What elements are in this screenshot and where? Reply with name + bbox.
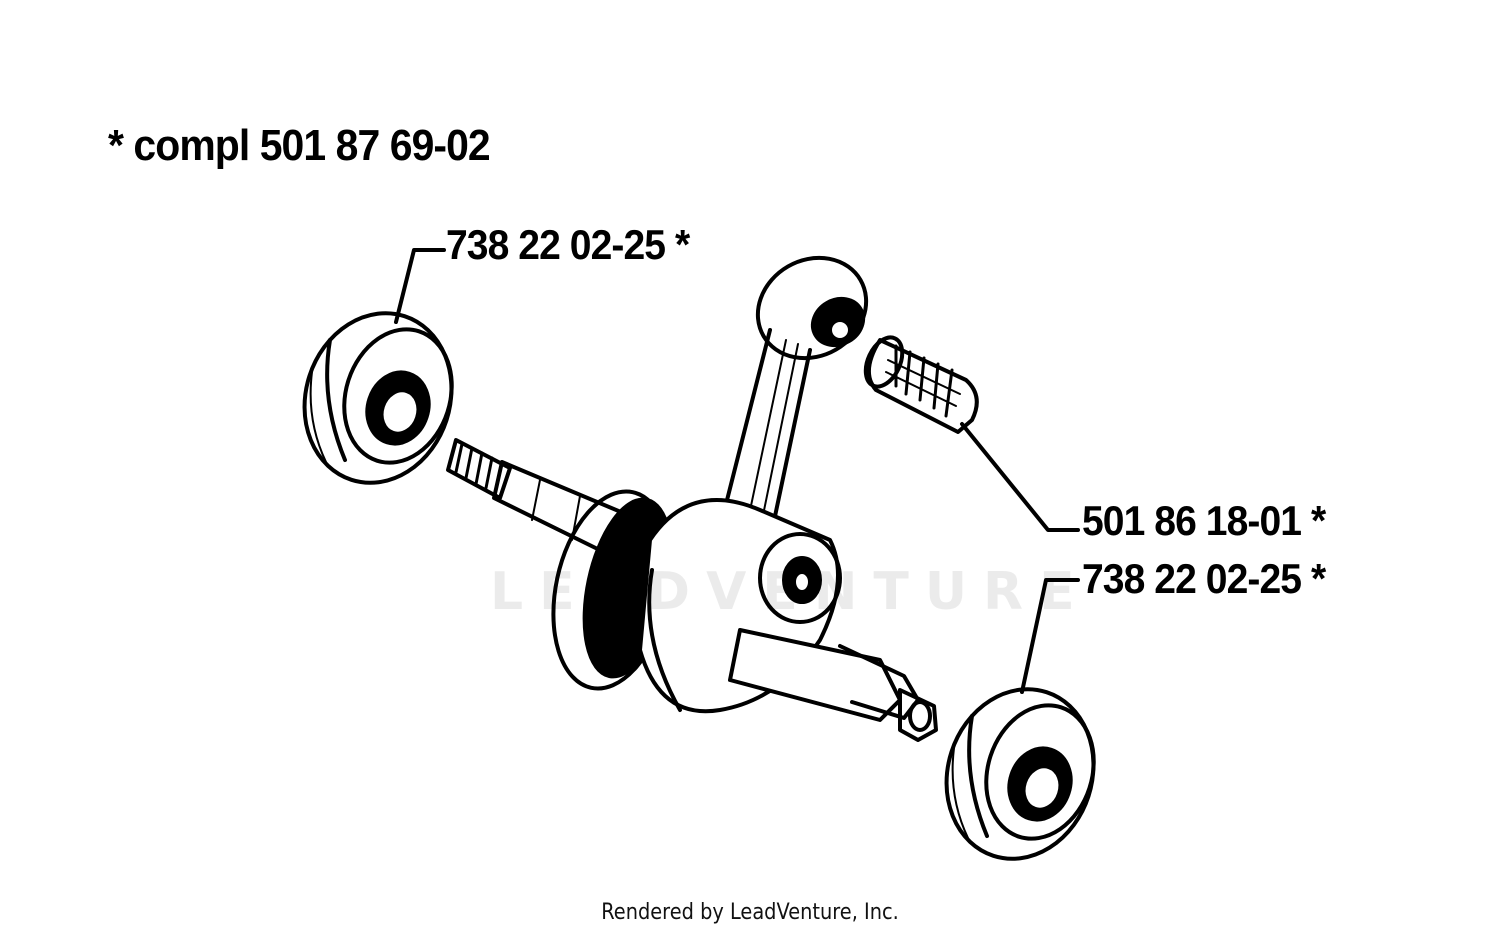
leader-line-bearing-top [394,248,446,324]
ball-bearing-bottom [944,687,1096,861]
leader-line-needle-bearing [960,422,1080,532]
connecting-rod [720,255,869,542]
needle-roller-bearing [863,335,979,434]
footer-credit: Rendered by LeadVenture, Inc. [601,900,899,925]
ball-bearing-top [302,311,454,485]
bearing-top-part-number: 738 22 02-25 * [446,221,690,268]
crankshaft [446,438,938,742]
needle-bearing-part-number: 501 86 18-01 * [1082,497,1326,544]
watermark-text: LEADVENTURE [490,562,1091,622]
kit-part-number-label: * compl 501 87 69-02 [108,121,491,170]
bearing-bottom-part-number: 738 22 02-25 * [1082,555,1326,602]
leader-line-bearing-bottom [1020,578,1080,694]
